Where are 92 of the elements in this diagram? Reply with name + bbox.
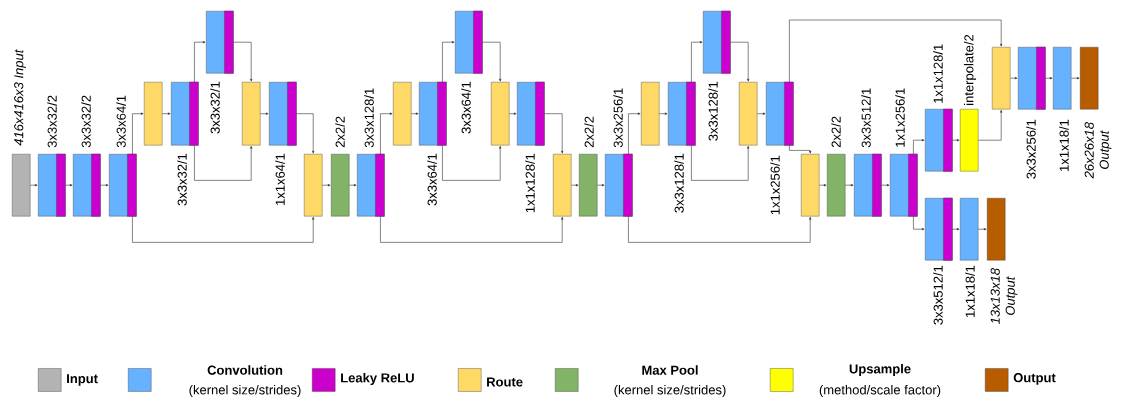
arrow bbox=[132, 216, 315, 243]
layer-label: 3x3x128/1 bbox=[708, 81, 718, 141]
arrow bbox=[845, 184, 854, 187]
arrow bbox=[978, 228, 987, 231]
layer-label: 1x1x128/1 bbox=[525, 153, 535, 213]
arrow bbox=[30, 184, 38, 187]
arrow bbox=[659, 112, 668, 115]
layer-label: 3x3x32/1 bbox=[210, 81, 220, 134]
arrow bbox=[322, 184, 331, 187]
route-block bbox=[553, 154, 572, 217]
layer-label: 3x3x128/1 bbox=[364, 88, 374, 148]
arrow bbox=[411, 112, 419, 115]
arrow bbox=[509, 112, 517, 115]
layer-label: 1x1x18/1 bbox=[965, 265, 975, 317]
route-block bbox=[304, 154, 323, 217]
arrow bbox=[65, 184, 73, 187]
layer-label: 3x3x32/1 bbox=[177, 153, 187, 206]
arrow bbox=[913, 139, 925, 155]
arrow bbox=[952, 228, 960, 231]
arrow bbox=[132, 112, 144, 155]
arrow bbox=[442, 145, 502, 181]
legend-label: Leaky ReLU bbox=[341, 372, 414, 386]
layer-label: 3x3x256/1 bbox=[1026, 119, 1036, 179]
layer-label: 3x3x32/2 bbox=[81, 95, 91, 148]
layer-label: 2x2/2 bbox=[335, 116, 345, 148]
layer-label: 1x1x18/1 bbox=[1059, 119, 1069, 171]
layer-label: 1x1x256/1 bbox=[895, 88, 905, 147]
legend-note: (kernel size/strides) bbox=[189, 384, 301, 398]
arrow bbox=[819, 184, 827, 187]
layer-label: interpolate/2 bbox=[963, 34, 977, 105]
layer-label: 3x3x256/1 bbox=[613, 88, 623, 148]
legend-label: Convolution bbox=[207, 365, 283, 375]
arrow bbox=[789, 19, 1003, 83]
arrow bbox=[691, 41, 703, 83]
layer-label: 2x2/2 bbox=[584, 116, 594, 148]
arrow bbox=[913, 216, 925, 231]
route-block bbox=[242, 82, 261, 146]
arrow bbox=[194, 145, 253, 181]
layer-label: 2x2/2 bbox=[831, 116, 841, 148]
legend-note: (kernel size/strides) bbox=[614, 384, 726, 398]
layer-label: 3x3x512/1 bbox=[933, 265, 943, 325]
arrow bbox=[194, 41, 206, 83]
route-block bbox=[801, 154, 820, 217]
layer-label: 26x26x18 Output bbox=[1084, 122, 1112, 179]
arrow bbox=[1071, 77, 1080, 80]
arrow bbox=[380, 112, 393, 155]
legend-label: Output bbox=[1013, 373, 1056, 385]
layer-label: 3x3x32/2 bbox=[47, 95, 57, 148]
arrow bbox=[628, 216, 812, 243]
arrow bbox=[730, 41, 750, 82]
arrow bbox=[757, 112, 766, 115]
arrow bbox=[442, 41, 455, 83]
legend-label: Upsample bbox=[849, 363, 911, 377]
arrow bbox=[296, 113, 315, 154]
layer-label: 3x3x512/1 bbox=[861, 88, 871, 148]
layer-label: 3x3x128/1 bbox=[674, 153, 684, 213]
legend-label: Route bbox=[487, 377, 523, 387]
route-block bbox=[393, 82, 412, 146]
arrow bbox=[881, 184, 890, 187]
legend-label: Max Pool bbox=[642, 365, 698, 375]
arrow bbox=[482, 41, 502, 82]
layer-label: 3x3x64/1 bbox=[461, 81, 471, 134]
route-block bbox=[641, 82, 660, 146]
arrow bbox=[1010, 77, 1018, 80]
layer-label: 13x13x18 Output bbox=[990, 268, 1018, 325]
layer-label: 3x3x64/1 bbox=[427, 153, 437, 206]
arrow bbox=[544, 113, 564, 154]
layer-label: 1x1x128/1 bbox=[933, 44, 943, 103]
layer-label: 1x1x256/1 bbox=[770, 155, 780, 215]
layer-label: 416x416x3 Input bbox=[14, 49, 26, 146]
arrow bbox=[628, 112, 641, 155]
layer-label: 3x3x64/1 bbox=[116, 95, 126, 148]
legend-note: (method/scale factor) bbox=[819, 384, 941, 398]
arrow bbox=[571, 184, 579, 187]
arrow bbox=[789, 145, 812, 154]
route-block bbox=[739, 82, 758, 146]
arrow bbox=[162, 112, 171, 115]
arrow bbox=[1045, 77, 1053, 80]
arrow bbox=[597, 184, 605, 187]
arrow bbox=[380, 216, 564, 243]
arrow bbox=[952, 139, 960, 142]
arrow bbox=[260, 112, 269, 115]
arrow bbox=[349, 184, 357, 187]
layer-label: 1x1x64/1 bbox=[275, 153, 285, 205]
arrow bbox=[978, 109, 1003, 141]
route-block bbox=[992, 47, 1011, 110]
arrow bbox=[233, 41, 253, 82]
arrow bbox=[100, 184, 109, 187]
legend-label: Input bbox=[67, 374, 98, 386]
route-block bbox=[491, 82, 510, 146]
arrow bbox=[691, 145, 750, 181]
route-block bbox=[144, 82, 163, 146]
